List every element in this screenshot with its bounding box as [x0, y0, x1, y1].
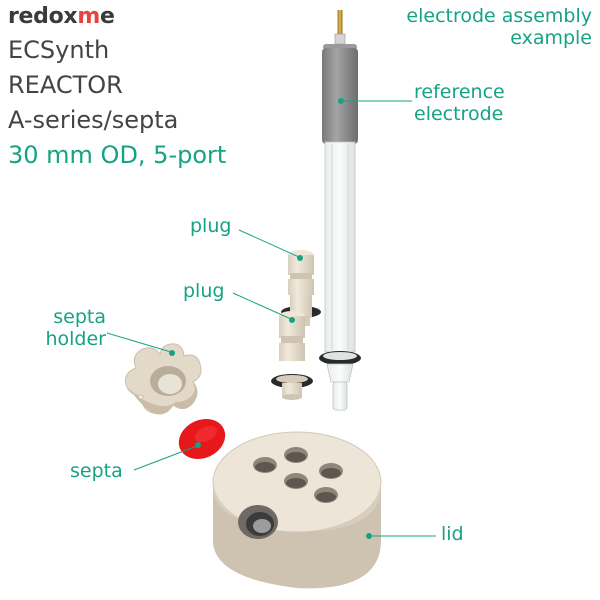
- label-lid: lid: [441, 523, 464, 545]
- label-reference-line-1: reference: [414, 81, 505, 103]
- electrode-cap: [322, 48, 358, 144]
- plug-lower: [271, 311, 313, 400]
- septa-holder: [125, 343, 202, 415]
- reference-electrode: [319, 10, 361, 411]
- label-reference-line-2: electrode: [414, 102, 504, 125]
- heading-line-1: ECSynth: [8, 36, 110, 64]
- leader-dots: [169, 98, 372, 539]
- heading-line-2: REACTOR: [8, 71, 123, 99]
- label-holder-line-1: septa: [53, 306, 106, 328]
- electrode-tip: [332, 381, 348, 411]
- electrode-pin: [337, 10, 343, 36]
- label-septa: septa: [70, 460, 123, 482]
- label-holder-line-2: holder: [45, 327, 106, 350]
- heading-line-4: 30 mm OD, 5-port: [8, 141, 227, 169]
- brand-logo: redoxme: [8, 4, 115, 29]
- label-reference-electrode: reference electrode: [414, 81, 505, 126]
- lid: [212, 431, 382, 589]
- corner-note: electrode assembly example: [406, 5, 592, 50]
- corner-note-line-2: example: [510, 26, 592, 49]
- label-plug-upper: plug: [190, 215, 232, 237]
- corner-note-line-1: electrode assembly: [406, 5, 592, 27]
- label-septa-holder: septa holder: [36, 306, 106, 351]
- heading-line-3: A-series/septa: [8, 106, 179, 134]
- glass-tube: [324, 141, 356, 353]
- label-plug-lower: plug: [183, 280, 225, 302]
- leader-lines: [106, 100, 436, 537]
